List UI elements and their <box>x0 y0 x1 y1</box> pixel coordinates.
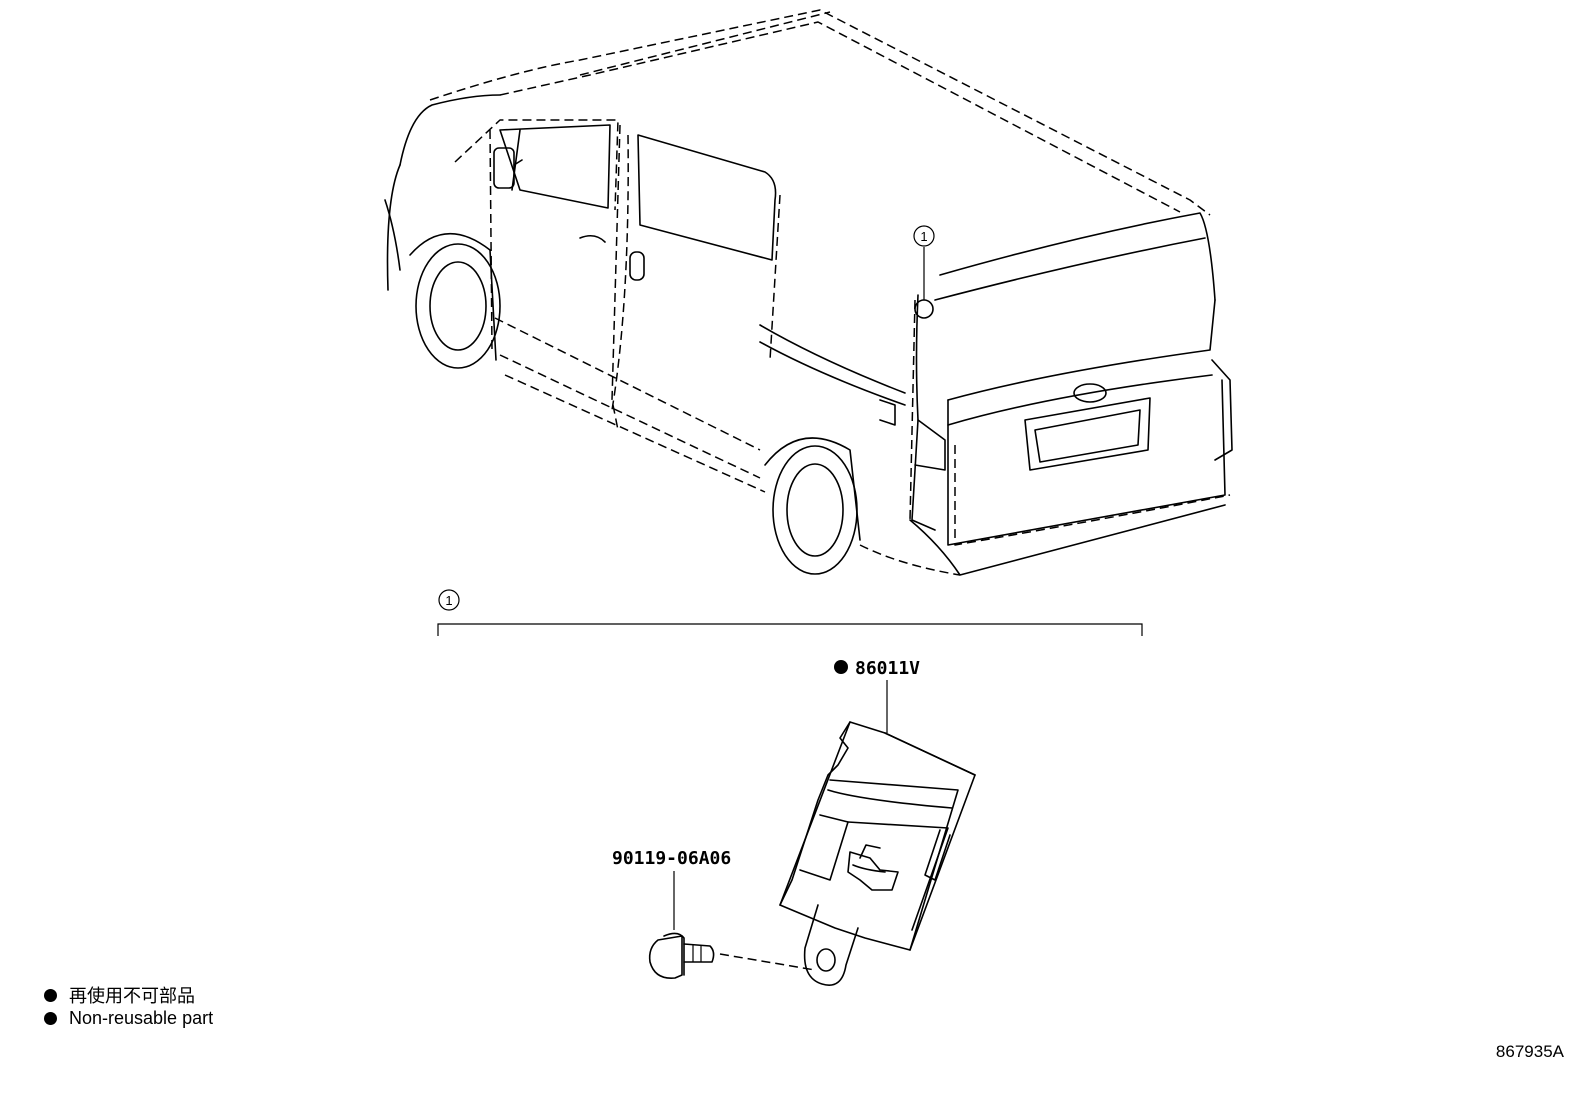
legend-japanese: 再使用不可部品 <box>44 982 195 1008</box>
group-callout-number: 1 <box>445 593 452 608</box>
legend-english-text: Non-reusable part <box>69 1008 214 1028</box>
non-reusable-bullet-icon <box>44 988 57 1002</box>
legend-english: Non-reusable part <box>44 1008 213 1029</box>
module-part: 86011V <box>779 658 976 986</box>
legend-japanese-text: 再使用不可部品 <box>69 986 195 1006</box>
illustration-id: 867935A <box>1495 1042 1564 1061</box>
location-callout-number: 1 <box>920 229 927 244</box>
non-reusable-dot <box>834 660 848 674</box>
group-bracket: 1 <box>437 589 1143 636</box>
part-number-90119-06a06: 90119-06A06 <box>612 848 731 869</box>
bolt-part: 90119-06A06 <box>612 848 816 979</box>
part-number-86011v: 86011V <box>855 658 920 679</box>
non-reusable-bullet-icon <box>44 1012 57 1025</box>
van-illustration: 1 <box>384 9 1233 576</box>
